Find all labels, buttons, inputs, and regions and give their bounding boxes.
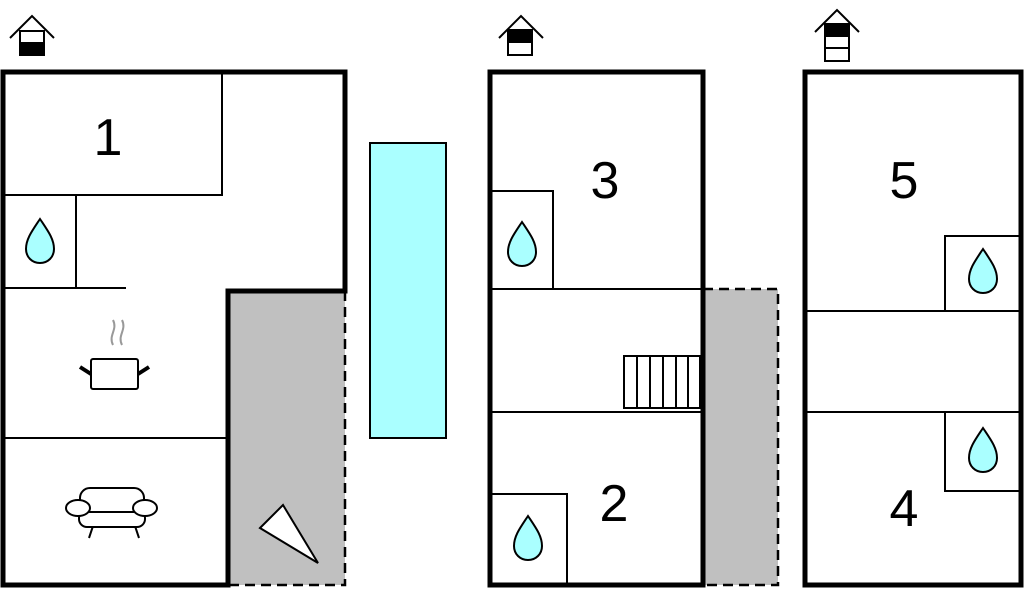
compass-pointer-icon bbox=[258, 503, 319, 564]
sofa-icon bbox=[65, 487, 158, 539]
house-ground-floor-icon bbox=[9, 14, 55, 56]
house-second-floor-icon bbox=[814, 8, 860, 62]
bathroom-icon bbox=[513, 515, 543, 561]
bathroom-icon bbox=[968, 248, 998, 294]
kitchen-pot-icon bbox=[78, 319, 151, 390]
stairs-icon bbox=[623, 355, 701, 409]
bathroom-icon bbox=[968, 427, 998, 473]
room-label: 4 bbox=[890, 480, 919, 538]
second-floor-plan: 5 4 bbox=[802, 69, 1024, 588]
bathroom-icon bbox=[507, 221, 537, 267]
bathroom-icon bbox=[25, 218, 55, 264]
first-floor-plan: 3 2 bbox=[487, 69, 780, 588]
ground-floor-plan: 1 bbox=[0, 69, 348, 588]
room-label: 2 bbox=[600, 475, 629, 533]
house-first-floor-icon bbox=[498, 14, 544, 56]
room-label: 3 bbox=[591, 152, 620, 210]
balcony bbox=[703, 289, 778, 585]
room-label: 5 bbox=[890, 152, 919, 210]
pool bbox=[369, 142, 447, 439]
room-label: 1 bbox=[94, 109, 123, 167]
